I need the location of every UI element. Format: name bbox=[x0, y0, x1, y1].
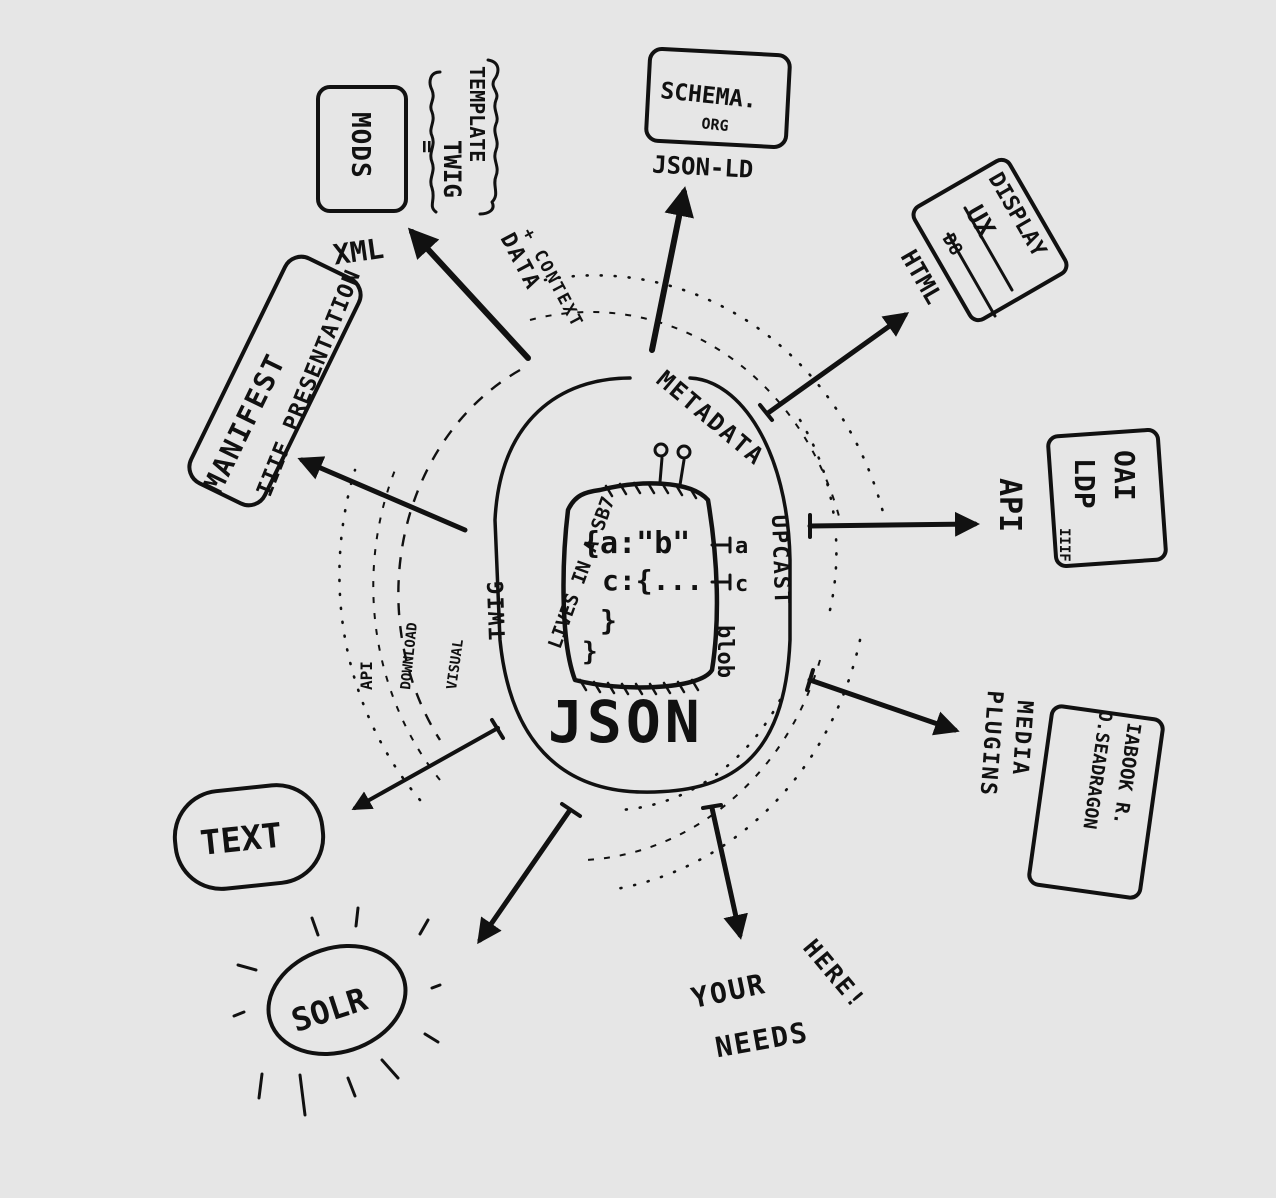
jsonld-label: JSON-LD bbox=[651, 151, 753, 184]
code-line-4: } bbox=[582, 637, 598, 667]
needs-node: YOUR NEEDS HERE! bbox=[688, 934, 871, 1064]
oai-line2: LDP bbox=[1068, 458, 1101, 509]
blob-shape bbox=[561, 481, 720, 690]
manifest-node: MANIFEST IIIF PRESENTATION bbox=[187, 254, 366, 508]
arrow-to-needs bbox=[709, 805, 748, 940]
mods-brace-right bbox=[478, 58, 500, 216]
mods-brace-left bbox=[428, 70, 442, 214]
oai-line1: OAI bbox=[1108, 450, 1141, 501]
upcast-label: UPCAST bbox=[766, 514, 794, 606]
antenna-icon bbox=[653, 442, 692, 487]
ring-download-label: DOWNLOAD bbox=[398, 622, 421, 691]
json-title: JSON bbox=[548, 688, 704, 756]
arrow-to-solr bbox=[477, 807, 573, 945]
mods-template-label: TEMPLATE bbox=[465, 66, 489, 162]
media-node: IABOOK R. O.SEADRAGON MEDIA PLUGINS bbox=[975, 690, 1165, 900]
needs-line3: HERE! bbox=[797, 934, 871, 1015]
media-box bbox=[1027, 704, 1165, 900]
display-node: DISPLAY UX D8 HTML bbox=[895, 157, 1069, 323]
side-label-a: a bbox=[735, 534, 748, 559]
mods-equals: = bbox=[414, 140, 439, 153]
api-label: API bbox=[992, 478, 1027, 532]
display-dividers bbox=[946, 206, 1014, 318]
ring-api-label: API bbox=[357, 661, 376, 690]
arrows bbox=[297, 186, 980, 945]
schema-node: SCHEMA. ORG JSON-LD bbox=[644, 47, 792, 184]
xml-label: XML bbox=[331, 232, 386, 272]
text-label: TEXT bbox=[198, 816, 284, 864]
oai-node: OAI LDP IIIF API bbox=[992, 427, 1168, 569]
sun-rays-icon bbox=[232, 906, 442, 1117]
arrow-to-manifest bbox=[297, 456, 468, 533]
needs-line1: YOUR bbox=[688, 967, 769, 1015]
mods-box bbox=[316, 85, 408, 213]
mods-twig-label: TWIG bbox=[438, 140, 466, 198]
oai-box bbox=[1046, 427, 1168, 569]
text-box bbox=[172, 783, 326, 891]
solr-circle bbox=[266, 944, 408, 1056]
arrow-to-media bbox=[807, 677, 960, 736]
mods-node: MODS = TWIG TEMPLATE XML bbox=[316, 58, 500, 272]
blob-hatch-bottom bbox=[578, 678, 700, 696]
media-line2: O.SEADRAGON bbox=[1078, 709, 1115, 830]
schema-line2: ORG bbox=[701, 114, 730, 135]
schema-line1: SCHEMA. bbox=[659, 78, 758, 114]
display-line3: D8 bbox=[938, 230, 967, 259]
media-label-1: MEDIA bbox=[1007, 700, 1037, 778]
solr-label: SOLR bbox=[287, 980, 373, 1040]
blob-label: blob bbox=[712, 625, 737, 678]
ring-visual-label: VISUAL bbox=[444, 638, 467, 690]
media-label-2: PLUGINS bbox=[975, 690, 1007, 798]
mods-label: MODS bbox=[345, 112, 375, 179]
twig-label: TWIG bbox=[484, 579, 511, 641]
arrow-to-html bbox=[765, 312, 910, 416]
arrow-to-jsonld bbox=[649, 186, 694, 353]
code-line-3: } bbox=[600, 604, 617, 637]
side-label-c: c bbox=[735, 572, 748, 597]
media-line1: IABOOK R. bbox=[1109, 721, 1145, 826]
schema-box bbox=[644, 47, 792, 149]
json-blob: {a:"b" c:{... } } a c blob LIVES IN A SB… bbox=[544, 442, 748, 756]
arrow-to-api bbox=[807, 511, 980, 537]
text-node: TEXT bbox=[172, 783, 326, 891]
arrow-to-xml bbox=[407, 227, 531, 361]
manifest-box bbox=[187, 254, 363, 508]
code-line-1: {a:"b" bbox=[582, 526, 690, 561]
display-box bbox=[911, 157, 1069, 323]
needs-line2: NEEDS bbox=[713, 1015, 812, 1064]
html-label: HTML bbox=[895, 245, 948, 309]
arrow-to-text bbox=[351, 726, 500, 810]
blob-side-ticks bbox=[710, 536, 732, 591]
code-line-2: c:{... bbox=[602, 564, 703, 597]
middle-ring bbox=[493, 376, 792, 794]
blob-hatch-top bbox=[604, 481, 698, 500]
solr-node: SOLR bbox=[232, 906, 442, 1117]
oai-line3: IIIF bbox=[1056, 528, 1072, 562]
